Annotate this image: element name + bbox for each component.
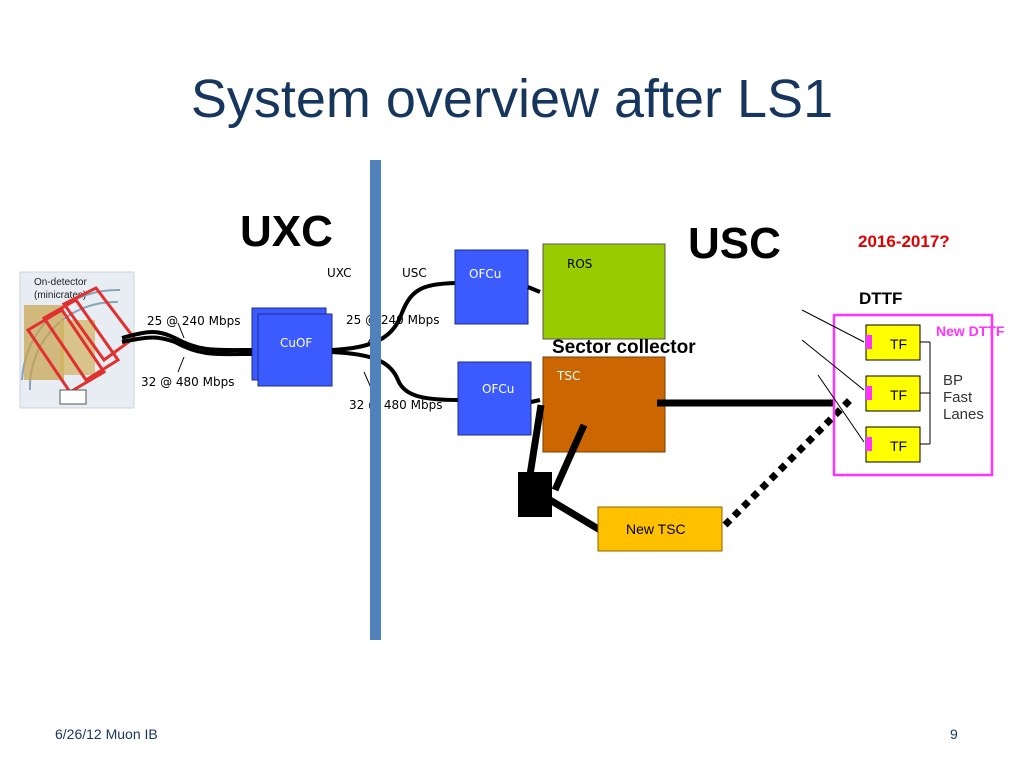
lanes-label: Lanes: [943, 406, 984, 423]
new-dttf-label: New DTTF: [936, 323, 1005, 339]
slide-title: System overview after LS1: [190, 69, 834, 129]
new-tsc-box: New TSC: [597, 506, 723, 552]
uxc-usc-divider: [370, 160, 381, 640]
tsc-connectors: [526, 399, 835, 534]
tf-box-3: TF: [865, 426, 921, 463]
cuof-label: CuOF: [280, 336, 312, 350]
link-25-left-label: 25 @ 240 Mbps: [147, 314, 240, 328]
sector-collector-label: Sector collector: [552, 337, 696, 358]
new-dttf-frame: [832, 313, 994, 477]
ros-label: ROS: [567, 257, 592, 271]
tf-input-arrows: [801, 309, 865, 443]
ros-box: ROS: [542, 243, 666, 340]
tf-1-label: TF: [890, 336, 907, 352]
ofcu-top-label: OFCu: [469, 267, 501, 281]
ofcu-top-box: OFCu: [454, 249, 529, 325]
tf-2-label: TF: [890, 387, 907, 403]
tf-box-2: TF: [865, 375, 921, 412]
new-tsc-label: New TSC: [626, 521, 686, 537]
link-32-left-leader: [177, 356, 185, 373]
year-note: 2016-2017?: [858, 232, 950, 251]
cuof-box: CuOF: [251, 307, 333, 387]
ofcu-bottom-label: OFCu: [482, 382, 514, 396]
uxc-small-label: UXC: [327, 266, 352, 280]
new-tsc-dttf-link: [722, 397, 853, 528]
uxc-heading: UXC: [240, 207, 333, 256]
detector-links: [121, 330, 255, 357]
fiber-links: [331, 281, 459, 402]
usc-small-label: USC: [402, 266, 427, 280]
usc-heading: USC: [688, 219, 781, 268]
bp-label: BP: [943, 372, 963, 389]
bp-fast-lanes-bracket: [920, 341, 931, 445]
on-detector-label: On-detector: [34, 277, 87, 288]
tf-box-1: TF: [865, 324, 921, 361]
tf-3-label: TF: [890, 438, 907, 454]
footer-date: 6/26/12 Muon IB: [55, 726, 158, 742]
link-32-left-label: 32 @ 480 Mbps: [141, 375, 234, 389]
link-32-right-label: 32 @ 480 Mbps: [349, 398, 442, 412]
ofcu-bottom-box: OFCu: [457, 361, 532, 436]
link-25-right-label: 25 @ 240 Mbps: [346, 313, 439, 327]
minicrates-label: (minicrates): [34, 290, 86, 301]
black-connector-block: [518, 472, 552, 517]
tsc-label: TSC: [556, 369, 580, 383]
dttf-label: DTTF: [859, 289, 902, 308]
fast-label: Fast: [943, 389, 973, 406]
link-25-left-leader: [177, 322, 185, 339]
ofcu-ros-link: [527, 285, 541, 294]
on-detector-image: On-detector (minicrates): [19, 271, 137, 409]
page-number: 9: [950, 726, 958, 742]
ofcu-tsc-link: [530, 398, 541, 404]
tsc-box: TSC: [542, 356, 666, 453]
